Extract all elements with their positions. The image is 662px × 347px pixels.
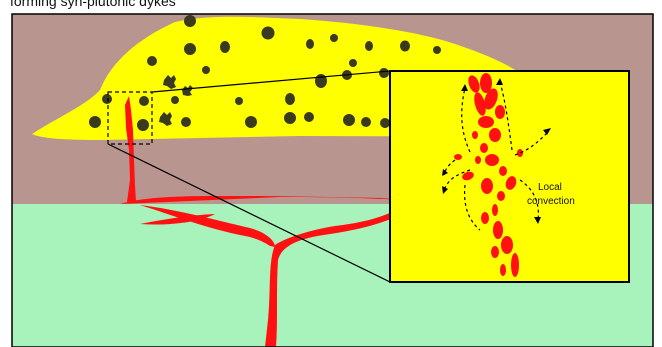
convection-label-line1: Local <box>538 182 562 193</box>
inset-panel: Local convection <box>390 71 629 282</box>
convection-label-line2: convection <box>527 196 575 207</box>
